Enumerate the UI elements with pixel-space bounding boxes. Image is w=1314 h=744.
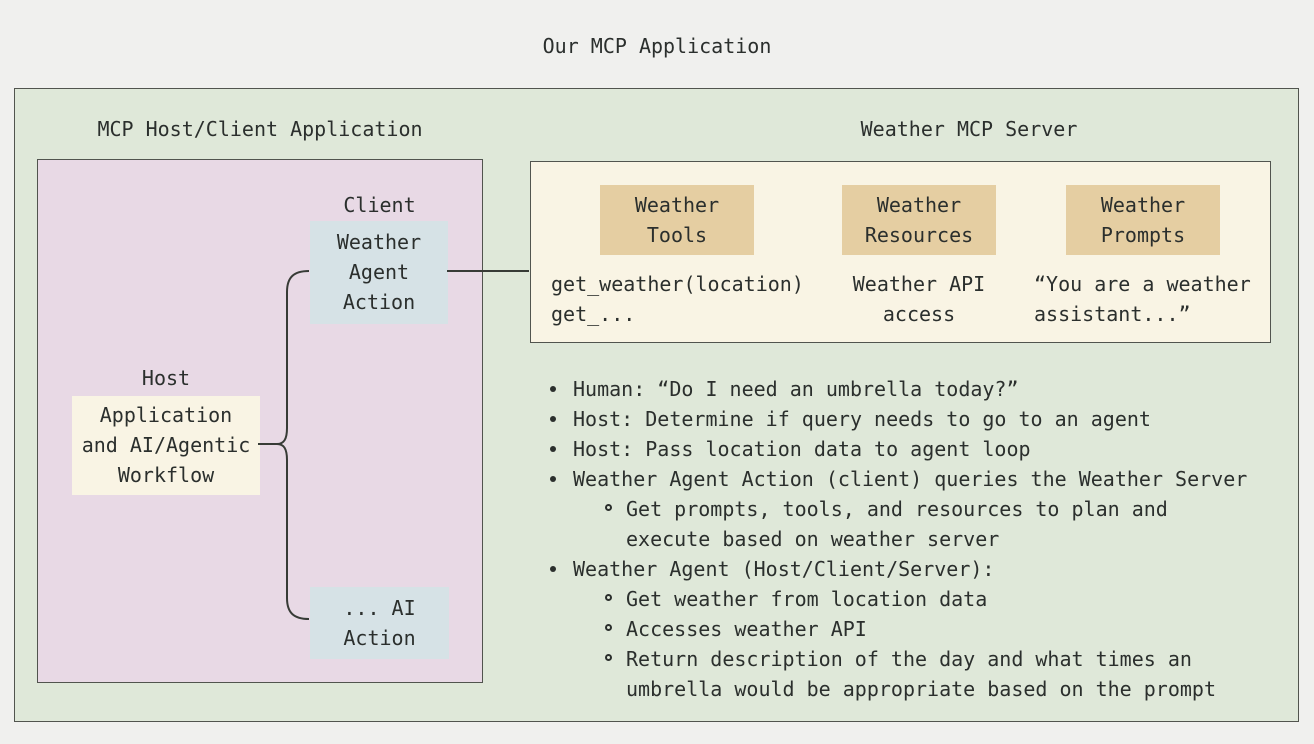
mcp-application-container: MCP Host/Client Application Weather MCP … bbox=[14, 88, 1299, 722]
weather-resources-detail: Weather API access bbox=[852, 272, 986, 326]
weather-agent-action-node: Weather Agent Action bbox=[310, 221, 448, 324]
weather-prompts-node: Weather Prompts bbox=[1066, 185, 1220, 255]
list-item: Weather Agent Action (client) queries th… bbox=[535, 464, 1310, 494]
list-subitem: Accesses weather API bbox=[535, 614, 1310, 644]
host-client-application-box: Client Weather Agent Action Host Applica… bbox=[37, 159, 483, 683]
host-client-section-label: MCP Host/Client Application bbox=[97, 117, 423, 141]
circle-bullet-icon bbox=[605, 654, 612, 661]
circle-bullet-icon bbox=[605, 504, 612, 511]
circle-bullet-icon bbox=[605, 624, 612, 631]
bullet-icon bbox=[550, 566, 556, 572]
bullet-icon bbox=[550, 416, 556, 422]
weather-prompts-detail: “You are a weather assistant...” bbox=[1034, 272, 1251, 326]
list-item: Host: Pass location data to agent loop bbox=[535, 434, 1310, 464]
list-subitem: Get prompts, tools, and resources to pla… bbox=[535, 494, 1310, 554]
list-subitem: Get weather from location data bbox=[535, 584, 1310, 614]
circle-bullet-icon bbox=[605, 594, 612, 601]
bullet-icon bbox=[550, 446, 556, 452]
bullet-icon bbox=[550, 386, 556, 392]
client-label: Client bbox=[343, 193, 416, 217]
weather-tools-detail: get_weather(location) get_... bbox=[551, 272, 804, 326]
list-item: Host: Determine if query needs to go to … bbox=[535, 404, 1310, 434]
host-label: Host bbox=[141, 366, 191, 390]
diagram-title: Our MCP Application bbox=[542, 34, 772, 58]
list-item: Human: “Do I need an umbrella today?” bbox=[535, 374, 1310, 404]
bullet-icon bbox=[550, 476, 556, 482]
list-item: Weather Agent (Host/Client/Server): bbox=[535, 554, 1310, 584]
flow-description-list: Human: “Do I need an umbrella today?” Ho… bbox=[535, 374, 1310, 704]
list-subitem: Return description of the day and what t… bbox=[535, 644, 1310, 704]
ai-action-node: ... AI Action bbox=[310, 587, 449, 659]
weather-mcp-server-box: Weather Tools Weather Resources Weather … bbox=[530, 161, 1271, 343]
application-workflow-node: Application and AI/Agentic Workflow bbox=[72, 396, 260, 495]
server-section-label: Weather MCP Server bbox=[860, 117, 1078, 141]
weather-resources-node: Weather Resources bbox=[842, 185, 996, 255]
weather-tools-node: Weather Tools bbox=[600, 185, 754, 255]
